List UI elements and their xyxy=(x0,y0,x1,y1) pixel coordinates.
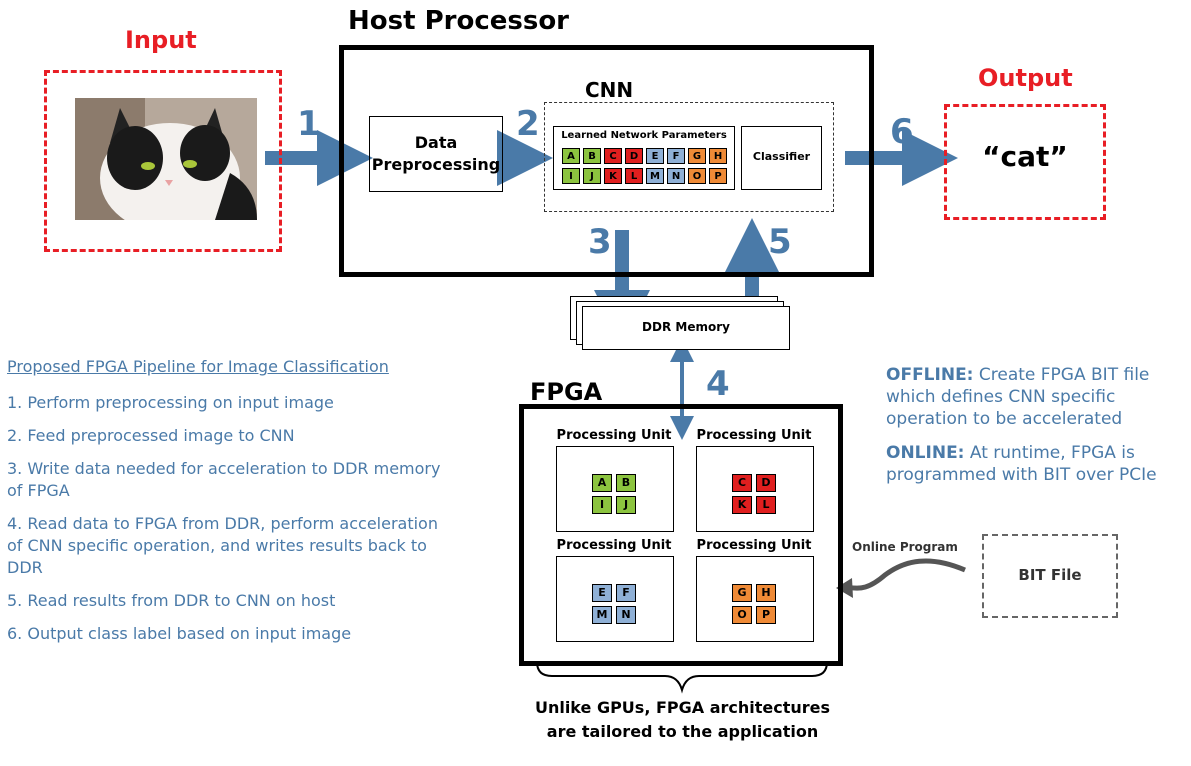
processing-unit-box xyxy=(696,556,814,642)
data-preprocessing-label: Data Preprocessing xyxy=(369,132,503,176)
pu-cell-l: L xyxy=(756,496,776,514)
online-program-arrow-head xyxy=(836,578,853,598)
param-cell-f: F xyxy=(667,148,685,164)
param-cell-l: L xyxy=(625,168,643,184)
output-label: Output xyxy=(978,64,1073,92)
pu-cell-i: I xyxy=(592,496,612,514)
param-cell-e: E xyxy=(646,148,664,164)
param-cell-d: D xyxy=(625,148,643,164)
online-label: ONLINE: xyxy=(886,443,965,463)
classifier-label: Classifier xyxy=(752,150,811,163)
step-6-label: 6 xyxy=(890,112,914,152)
step-1-label: 1 xyxy=(297,104,321,144)
pu-cell-c: C xyxy=(732,474,752,492)
output-box xyxy=(944,104,1106,220)
pipeline-list: 1. Perform preprocessing on input image 2… xyxy=(7,392,447,656)
pipeline-item: 1. Perform preprocessing on input image xyxy=(7,393,334,412)
pu-cell-h: H xyxy=(756,584,776,602)
processing-unit-title: Processing Unit xyxy=(696,428,812,443)
ddr-memory-label: DDR Memory xyxy=(642,320,730,334)
processing-unit-box xyxy=(696,446,814,532)
input-label: Input xyxy=(125,26,197,54)
cat-image xyxy=(75,98,257,220)
online-text: At runtime, FPGA is programmed with BIT … xyxy=(886,443,1157,485)
online-program-label: Online Program xyxy=(852,540,958,554)
pu-cell-d: D xyxy=(756,474,776,492)
cnn-box xyxy=(544,102,834,212)
processing-unit-title: Processing Unit xyxy=(696,538,812,553)
input-box xyxy=(44,70,282,252)
processing-unit-title: Processing Unit xyxy=(556,538,672,553)
param-cell-n: N xyxy=(667,168,685,184)
host-processor-title: Host Processor xyxy=(348,6,569,36)
offline-label: OFFLINE: xyxy=(886,365,974,385)
param-cell-g: G xyxy=(688,148,706,164)
output-value: “cat” xyxy=(982,140,1068,173)
param-cell-h: H xyxy=(709,148,727,164)
caption: Unlike GPUs, FPGA architectures are tail… xyxy=(520,696,845,744)
classifier-box xyxy=(741,126,822,190)
pu-cell-b: B xyxy=(616,474,636,492)
pu-cell-p: P xyxy=(756,606,776,624)
param-cell-j: J xyxy=(583,168,601,184)
data-preprocessing-line1: Data xyxy=(414,133,458,152)
host-processor-box xyxy=(339,45,874,277)
pu-cell-k: K xyxy=(732,496,752,514)
online-note: ONLINE: At runtime, FPGA is programmed w… xyxy=(886,442,1186,486)
step-5-label: 5 xyxy=(768,222,792,262)
online-program-arrow xyxy=(847,558,966,591)
learned-params-box xyxy=(553,126,735,190)
param-cell-c: C xyxy=(604,148,622,164)
param-cell-o: O xyxy=(688,168,706,184)
processing-unit-box xyxy=(556,556,674,642)
processing-unit-title: Processing Unit xyxy=(556,428,672,443)
bit-file-box xyxy=(982,534,1118,618)
fpga-title: FPGA xyxy=(530,378,603,406)
pipeline-item: 3. Write data needed for acceleration to… xyxy=(7,459,441,500)
pu-cell-m: M xyxy=(592,606,612,624)
pipeline-item: 2. Feed preprocessed image to CNN xyxy=(7,426,295,445)
offline-text: Create FPGA BIT file which defines CNN s… xyxy=(886,365,1150,429)
param-cell-a: A xyxy=(562,148,580,164)
caption-line-2: are tailored to the application xyxy=(546,722,819,741)
pipeline-item: 4. Read data to FPGA from DDR, perform a… xyxy=(7,514,438,577)
pu-cell-f: F xyxy=(616,584,636,602)
param-cell-m: M xyxy=(646,168,664,184)
pu-cell-a: A xyxy=(592,474,612,492)
param-cell-i: I xyxy=(562,168,580,184)
brace xyxy=(536,661,828,694)
step-3-label: 3 xyxy=(588,222,612,262)
offline-note: OFFLINE: Create FPGA BIT file which defi… xyxy=(886,364,1186,430)
param-cell-b: B xyxy=(583,148,601,164)
caption-line-1: Unlike GPUs, FPGA architectures xyxy=(534,698,831,717)
pu-cell-g: G xyxy=(732,584,752,602)
pu-cell-n: N xyxy=(616,606,636,624)
pipeline-item: 6. Output class label based on input ima… xyxy=(7,624,352,643)
cnn-label: CNN xyxy=(585,78,634,102)
processing-unit-box xyxy=(556,446,674,532)
bit-file-label: BIT File xyxy=(1018,566,1082,584)
step-4-label: 4 xyxy=(706,364,730,404)
pu-cell-e: E xyxy=(592,584,612,602)
pu-cell-o: O xyxy=(732,606,752,624)
pu-cell-j: J xyxy=(616,496,636,514)
param-cell-p: P xyxy=(709,168,727,184)
ddr-memory-box xyxy=(582,306,790,350)
fpga-box xyxy=(519,404,843,666)
data-preprocessing-line2: Preprocessing xyxy=(371,155,501,174)
param-cell-k: K xyxy=(604,168,622,184)
learned-params-label: Learned Network Parameters xyxy=(561,130,727,141)
data-preprocessing-box xyxy=(369,116,503,192)
pipeline-title: Proposed FPGA Pipeline for Image Classif… xyxy=(7,357,389,376)
pipeline-item: 5. Read results from DDR to CNN on host xyxy=(7,591,336,610)
step-2-label: 2 xyxy=(516,104,540,144)
